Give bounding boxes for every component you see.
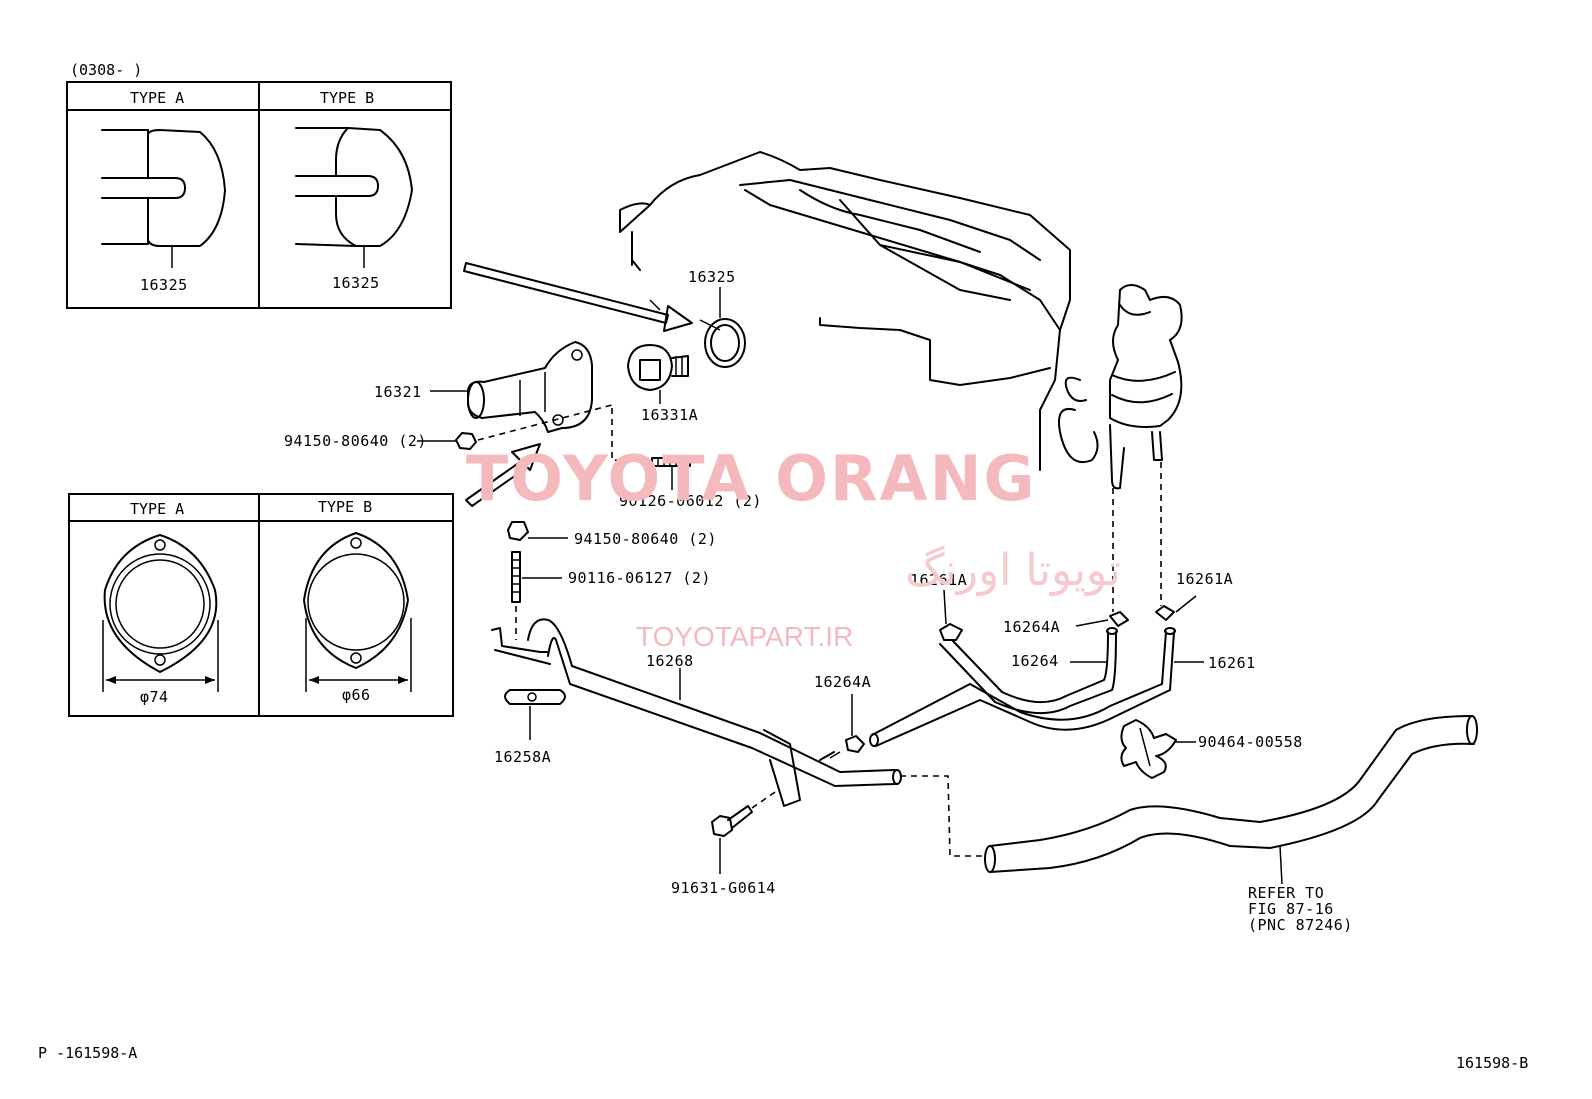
date-range: (0308- ): [70, 61, 142, 79]
label-16325-type-a: 16325: [140, 276, 188, 294]
label-16325-type-b: 16325: [332, 274, 380, 292]
label-90126-06012: 90126-06012 (2): [619, 492, 762, 510]
label-16268: 16268: [646, 652, 694, 670]
refer-line-2: FIG 87-16: [1248, 900, 1334, 918]
label-16264A-right: 16264A: [1003, 618, 1060, 636]
part-91631-bolt: [711, 789, 779, 874]
heater-hose-reference: [900, 715, 1478, 885]
part-16261A-clamp-left: [939, 589, 963, 641]
label-16261A-right: 16261A: [1176, 570, 1233, 588]
gasket-type-a-drawing: [101, 129, 226, 268]
part-90126-stud: [611, 408, 691, 490]
label-90116-06127: 90116-06127 (2): [568, 569, 711, 587]
label-16325: 16325: [688, 268, 736, 286]
label-94150-80640-mid: 94150-80640 (2): [574, 530, 717, 548]
intake-fittings: [1058, 284, 1183, 490]
part-90464-clamp: [1120, 719, 1196, 779]
gasket-type-b-drawing: [295, 127, 413, 268]
inset-top-type-b: TYPE B: [320, 89, 374, 107]
inset-thermostat-gasket-types: TYPE A TYPE B φ74 φ66: [68, 493, 454, 717]
inset-gasket-types: (0308- ) TYPE A TYPE B 16325 16325: [66, 61, 452, 309]
inset-bottom-frame: [68, 493, 454, 717]
thermostat-gasket-a-drawing: [102, 534, 219, 692]
part-16268-bypass-pipe: [491, 618, 902, 807]
part-16264A-clamp-left: [829, 694, 865, 759]
arrow-to-thermostat-housing: [465, 443, 541, 507]
label-16261: 16261: [1208, 654, 1256, 672]
part-16325-gasket-ring: [704, 287, 746, 368]
arrow-to-gasket: [463, 262, 693, 332]
dim-phi-74: φ74: [140, 688, 169, 706]
part-94150-nut-top: [417, 404, 613, 450]
watermark-persian: تویوتا اورنگ: [905, 545, 1121, 596]
part-16264A-clamp-right: [1075, 611, 1129, 627]
inset-bottom-type-a: TYPE A: [130, 500, 184, 518]
label-94150-80640-top: 94150-80640 (2): [284, 432, 427, 450]
label-16261A-left: 16261A: [910, 571, 967, 589]
footer-left-code: P -161598-A: [38, 1044, 137, 1062]
label-16258A: 16258A: [494, 748, 551, 766]
label-16331A: 16331A: [641, 406, 698, 424]
label-91631-G0614: 91631-G0614: [671, 879, 776, 897]
watermark: TOYOTA ORANG تویوتا اورنگ TOYOTAPART.IR: [466, 442, 1121, 652]
watermark-url: TOYOTAPART.IR: [636, 621, 853, 652]
part-16321-water-inlet: [467, 341, 593, 433]
label-90464-00558: 90464-00558: [1198, 733, 1303, 751]
engine-block-outline: [619, 151, 1071, 471]
part-16331A-thermostat: [627, 344, 689, 404]
part-hoses-16264-16261: [869, 462, 1204, 747]
inset-bottom-type-b: TYPE B: [318, 498, 372, 516]
inset-top-type-a: TYPE A: [130, 89, 184, 107]
label-16321: 16321: [374, 383, 422, 401]
thermostat-gasket-b-drawing: [303, 532, 412, 692]
refer-line-1: REFER TO: [1248, 884, 1324, 902]
label-16264A-left: 16264A: [814, 673, 871, 691]
part-94150-nut-mid: [507, 521, 568, 541]
footer-right-code: 161598-B: [1456, 1054, 1528, 1072]
watermark-brand: TOYOTA ORANG: [466, 442, 1036, 515]
dim-phi-66: φ66: [342, 686, 371, 704]
refer-line-3: (PNC 87246): [1248, 916, 1353, 934]
part-16261A-clamp-right: [1155, 595, 1197, 621]
part-16258A-gasket: [504, 689, 566, 740]
label-16264: 16264: [1011, 652, 1059, 670]
part-90116-stud: [511, 551, 562, 640]
